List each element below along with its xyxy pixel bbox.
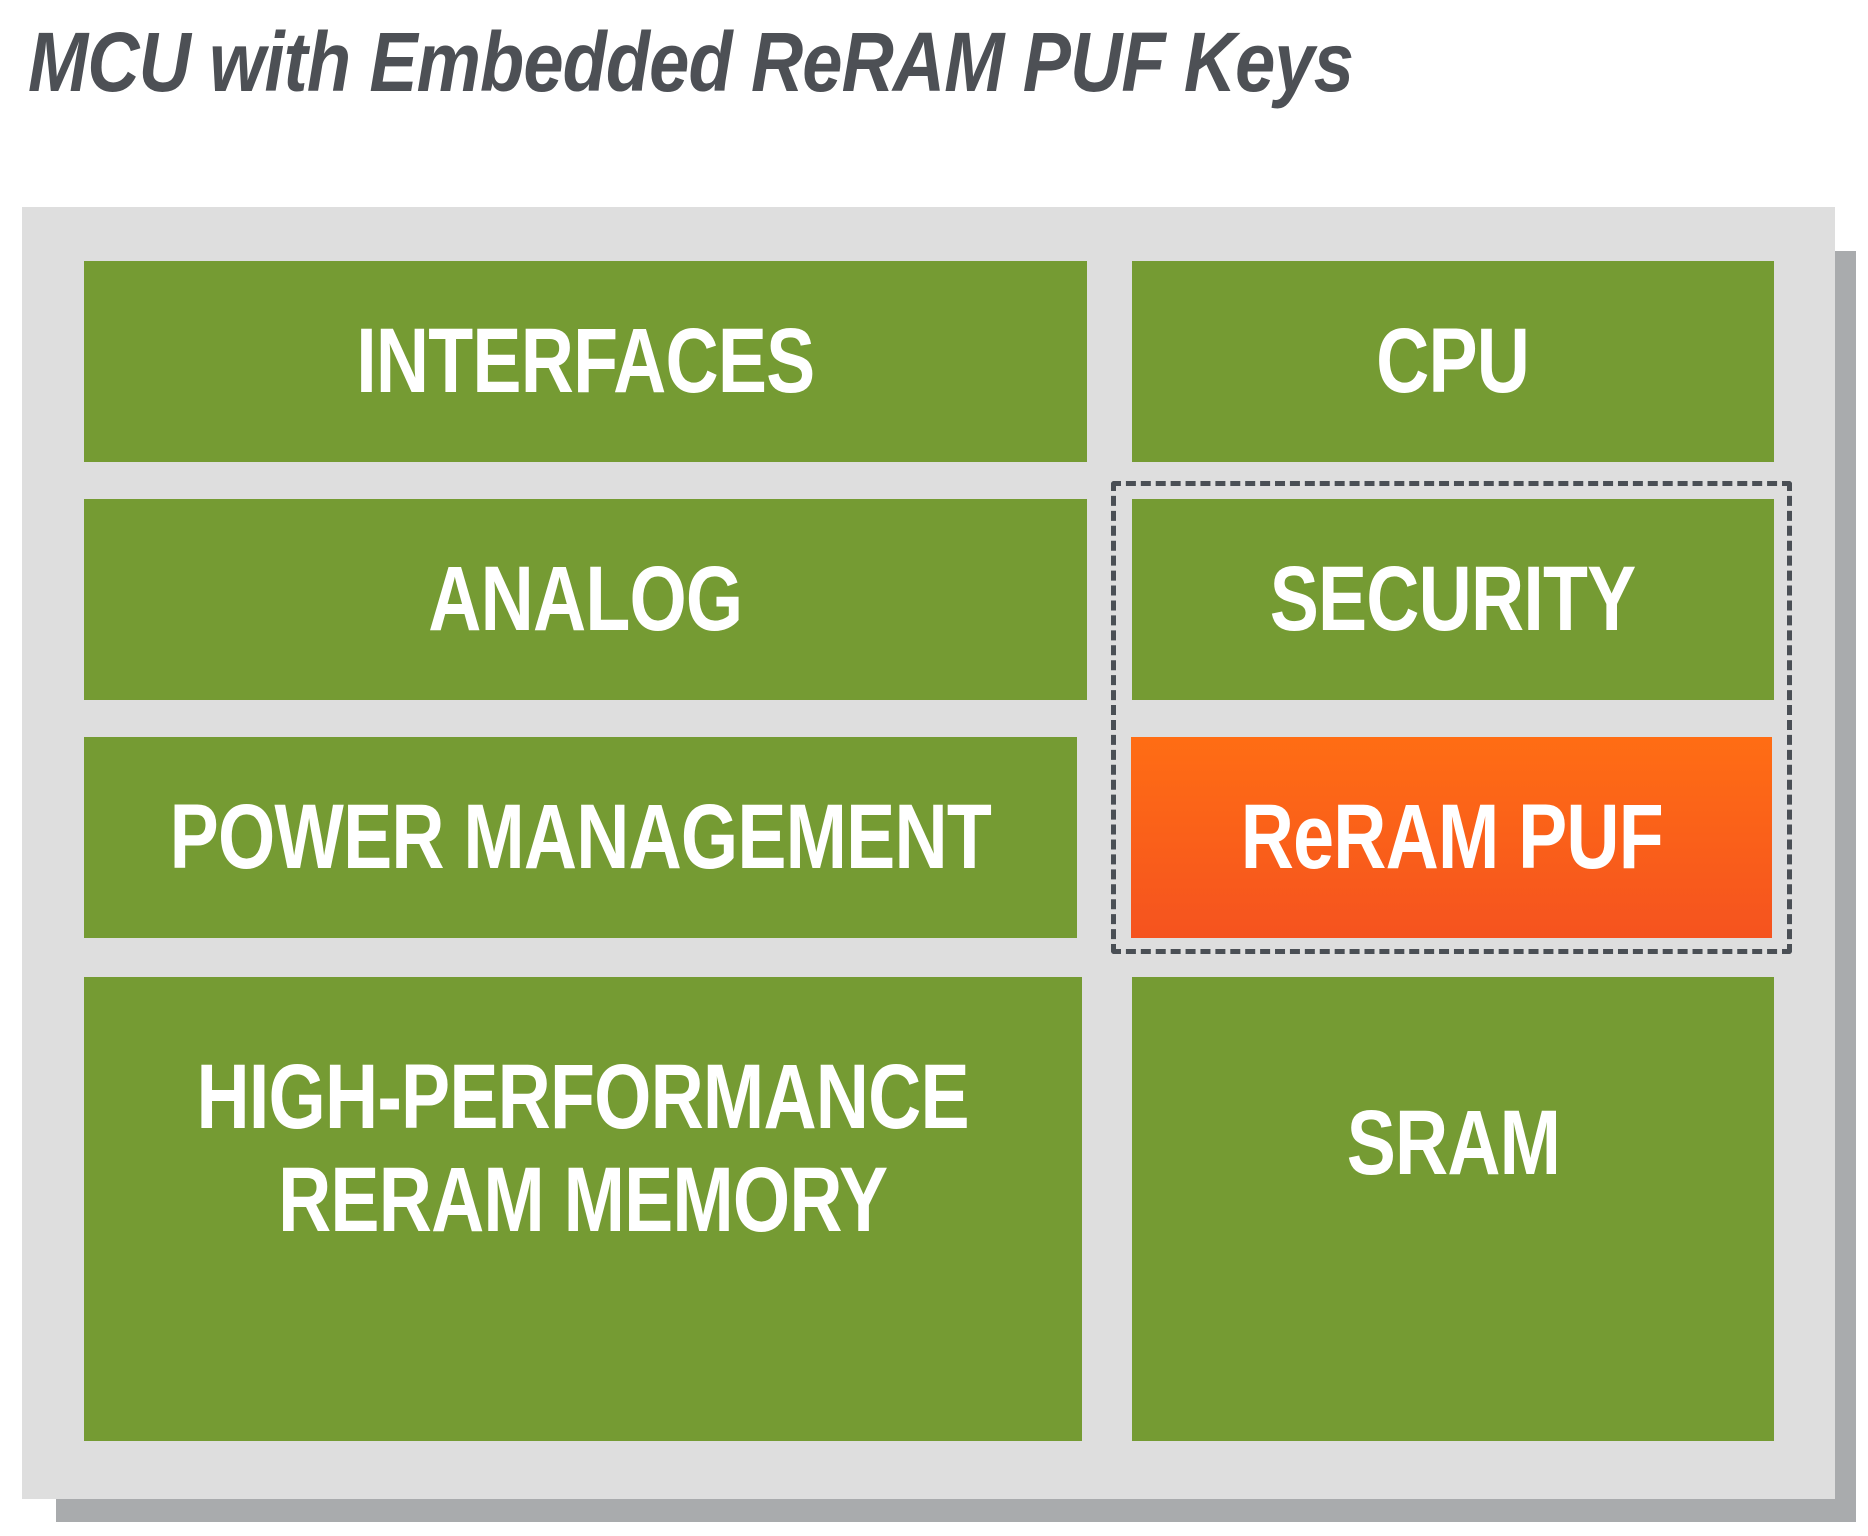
- diagram-title: MCU with Embedded ReRAM PUF Keys: [28, 15, 1354, 109]
- block-reram-puf-label: ReRAM PUF: [1240, 785, 1663, 888]
- block-interfaces-label: INTERFACES: [356, 309, 815, 412]
- block-security: SECURITY: [1132, 499, 1774, 700]
- block-memory-label-line1: HIGH-PERFORMANCE: [196, 1045, 970, 1148]
- block-power-management-label: POWER MANAGEMENT: [169, 785, 992, 888]
- block-memory-label: HIGH-PERFORMANCE RERAM MEMORY: [196, 1045, 970, 1252]
- block-cpu-label: CPU: [1376, 309, 1531, 412]
- block-interfaces: INTERFACES: [84, 261, 1087, 462]
- block-reram-puf: ReRAM PUF: [1131, 737, 1772, 938]
- block-power-management: POWER MANAGEMENT: [84, 737, 1077, 938]
- block-cpu: CPU: [1132, 261, 1774, 462]
- block-sram: SRAM: [1132, 977, 1774, 1441]
- security-group-outline: [1111, 481, 1792, 954]
- block-analog-label: ANALOG: [428, 547, 743, 650]
- block-sram-label: SRAM: [1346, 1092, 1560, 1195]
- block-analog: ANALOG: [84, 499, 1087, 700]
- block-security-label: SECURITY: [1270, 547, 1637, 650]
- block-high-performance-reram-memory: HIGH-PERFORMANCE RERAM MEMORY: [84, 977, 1082, 1441]
- block-memory-label-line2: RERAM MEMORY: [278, 1149, 888, 1251]
